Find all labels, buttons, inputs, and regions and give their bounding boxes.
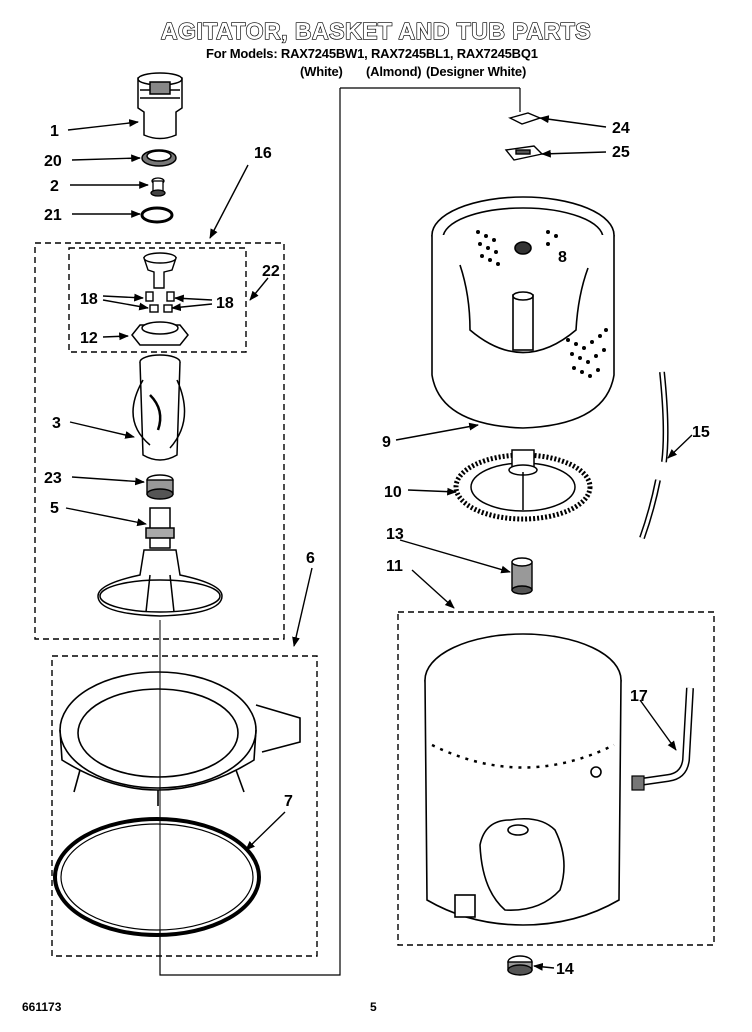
models-line: For Models: RAX7245BW1, RAX7245BL1, RAX7… <box>206 46 538 61</box>
part-14-plug <box>507 955 533 976</box>
callout-18-right: 18 <box>216 295 234 312</box>
part-9-basket <box>431 196 615 429</box>
part-1-agitator-cap <box>137 72 183 140</box>
callout-21: 21 <box>44 207 62 224</box>
document-number: 661173 <box>22 1000 62 1014</box>
agitator-group-box <box>34 242 285 640</box>
part-5-agitator-base <box>97 507 223 617</box>
tub-ring-group-box <box>51 655 318 957</box>
dashed-group-boxes <box>34 242 715 957</box>
callout-11: 11 <box>386 558 403 575</box>
part-21-seal <box>140 206 174 224</box>
callout-10: 10 <box>384 484 402 501</box>
part-2-bolt <box>150 177 166 197</box>
callout-9: 9 <box>382 434 391 451</box>
part-25-bracket <box>504 145 544 161</box>
part-12-ring <box>131 321 189 346</box>
callout-6: 6 <box>306 550 315 567</box>
leader-arrows <box>65 115 693 971</box>
callout-20: 20 <box>44 153 62 170</box>
callout-18-left: 18 <box>80 291 98 308</box>
color-almond: (Almond) <box>366 64 422 79</box>
basket-perforations <box>476 230 608 378</box>
part-17-drain-hose <box>631 687 694 791</box>
callout-15: 15 <box>692 424 710 441</box>
callout-5: 5 <box>50 500 59 517</box>
callout-14: 14 <box>556 961 574 978</box>
callout-22: 22 <box>262 263 280 280</box>
page-title: AGITATOR, BASKET AND TUB PARTS <box>160 17 592 44</box>
callout-8: 8 <box>558 249 567 266</box>
color-white: (White) <box>300 64 343 79</box>
callout-25: 25 <box>612 144 630 161</box>
part-15-hose <box>639 371 669 540</box>
callout-labels: 1 20 2 21 16 22 18 18 12 3 23 5 6 7 24 2… <box>44 120 710 978</box>
color-designer-white: (Designer White) <box>426 64 527 79</box>
callout-12: 12 <box>80 330 98 347</box>
part-13-nut <box>511 557 533 595</box>
callout-13: 13 <box>386 526 404 543</box>
part-10-hub <box>453 449 593 522</box>
page-number: 5 <box>370 1000 377 1014</box>
part-3-agitator-barrel <box>132 354 186 461</box>
assembly-lines <box>159 87 521 976</box>
callout-17: 17 <box>630 688 648 705</box>
callout-3: 3 <box>52 415 61 432</box>
cam-group-box <box>68 247 247 353</box>
outer-tub-group-box <box>397 611 715 946</box>
callout-7: 7 <box>284 793 293 810</box>
callout-23: 23 <box>44 470 62 487</box>
callout-16: 16 <box>254 145 272 162</box>
callout-24: 24 <box>612 120 630 137</box>
part-6-tub-ring <box>59 671 301 806</box>
part-20-retainer <box>141 149 177 167</box>
part-24-clip <box>508 112 542 125</box>
part-11-outer-tub <box>424 633 622 926</box>
callout-2: 2 <box>50 178 59 195</box>
part-23-spline <box>146 474 174 500</box>
part-7-tub-seal <box>53 817 261 937</box>
callout-1: 1 <box>50 123 59 140</box>
part-cam-assembly <box>143 252 177 313</box>
